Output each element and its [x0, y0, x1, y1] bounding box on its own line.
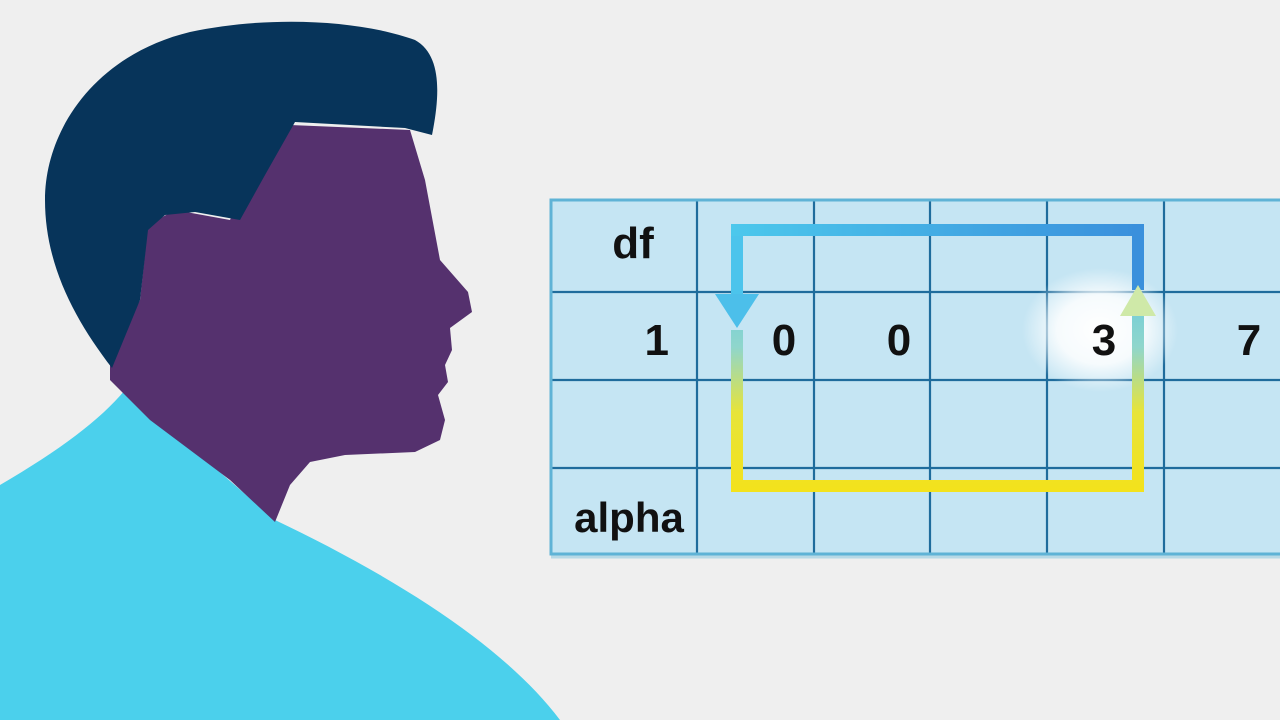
- person-profile-silhouette: [0, 21, 560, 720]
- down-arrowhead: [715, 294, 759, 328]
- neck-face: [110, 125, 472, 522]
- cell-value-1: 0: [772, 316, 796, 365]
- cell-value-3: 3: [1092, 316, 1116, 365]
- grid-background: [551, 200, 1280, 554]
- corner-label: df: [612, 219, 654, 268]
- data-grid: [549, 198, 1280, 559]
- loop-arrow: [715, 224, 1156, 492]
- shirt: [0, 390, 560, 720]
- cell-value-4: 7: [1237, 316, 1261, 365]
- up-arrowhead: [1120, 285, 1156, 316]
- bottom-label: alpha: [574, 494, 684, 541]
- grid-border: [549, 198, 1280, 556]
- row-label: 1: [645, 316, 669, 365]
- hair: [45, 21, 438, 369]
- loop-arrow-bottom-loop: [731, 305, 1144, 492]
- cell-value-2: 0: [887, 316, 911, 365]
- table-text: df 1 0 0 3 7 alpha: [574, 219, 1261, 541]
